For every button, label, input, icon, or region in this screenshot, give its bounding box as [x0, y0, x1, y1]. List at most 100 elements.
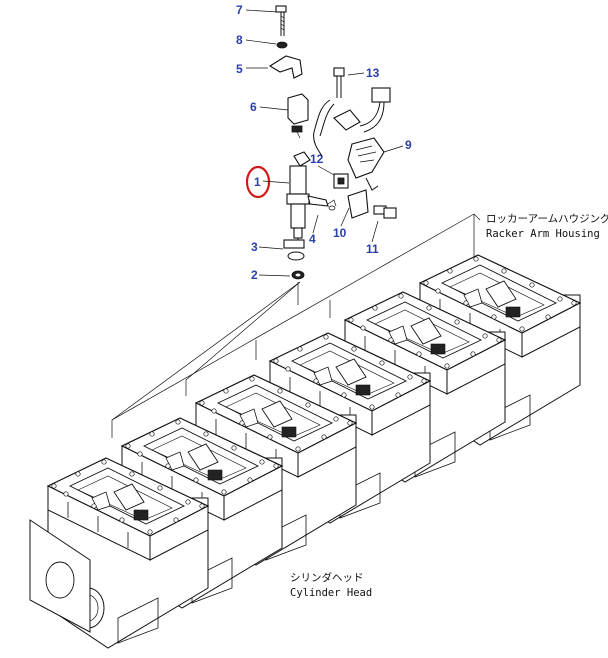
cylinder-section-4-bolt-hole — [323, 334, 329, 340]
cylinder-section-1-bolt-hole — [185, 499, 191, 505]
callout-1: 1 — [254, 175, 261, 189]
cylinder-section-1-bolt-hole — [75, 471, 81, 477]
cylinder-section-1-housing-side-wall — [149, 505, 209, 561]
cylinder-section-5-bolt-hole — [496, 337, 502, 343]
cylinder-section-5-rocker-block — [410, 317, 442, 345]
cylinder-section-1-bolt-hole — [199, 503, 205, 509]
cylinder-section-4-rocker-detail — [355, 384, 371, 396]
cylinder-section-2-bolt-hole — [221, 489, 227, 495]
cylinder-section-3-housing-side-wall — [297, 422, 357, 478]
callout-6: 6 — [250, 100, 257, 114]
cylinder-section-3-bolt-hole — [249, 376, 255, 382]
cylinder-section-5-bolt-hole — [416, 351, 422, 357]
cylinder-section-6-bolt-hole — [557, 296, 563, 302]
cylinder-section-6-rocker-detail — [505, 306, 521, 318]
cylinder-section-4-rocker-block — [335, 358, 367, 386]
cylinder-section-3-bolt-hole — [305, 402, 311, 408]
o-ring-part-4 — [328, 205, 336, 211]
callout-4: 4 — [309, 232, 316, 246]
seal-part-3 — [283, 239, 305, 261]
cylinder-section-6-bolt-hole — [545, 314, 551, 320]
cylinder-section-6-bolt-hole — [519, 326, 525, 332]
cylinder-section-5-bolt-hole — [348, 317, 354, 323]
cylinder-section-2-bolt-hole — [259, 459, 265, 465]
rocker-housing-label-jp: ロッカーアームハウジング — [486, 212, 608, 225]
leader-lines — [245, 9, 404, 277]
cylinder-section-1-bolt-hole — [147, 529, 153, 535]
cylinder-section-3-bolt-hole — [211, 408, 217, 414]
cylinder-section-4-bolt-hole — [313, 378, 319, 384]
cylinder-section-1-bolt-hole — [119, 517, 125, 523]
cylinder-section-2-bolt-hole — [149, 431, 155, 437]
cylinder-section-4-pocket-inner — [299, 350, 395, 396]
cylinder-section-3-rocker-block — [261, 400, 293, 428]
cylinder-section-5-bolt-hole — [426, 305, 432, 311]
cylinder-section-1-bolt-hole — [91, 503, 97, 509]
cylinder-section-3-bolt-hole — [239, 420, 245, 426]
cylinder-section-6-bolt-hole — [571, 300, 577, 306]
cylinder-section-3-bolt-hole — [295, 446, 301, 452]
cylinder-section-1-bolt-hole — [157, 485, 163, 491]
cylinder-section-3-bolt-hole — [223, 388, 229, 394]
cylinder-section-6-bolt-hole — [491, 314, 497, 320]
cylinder-section-4-bolt-hole — [273, 358, 279, 364]
callout-7: 7 — [236, 3, 243, 17]
cylinder-section-1-studs — [67, 502, 129, 548]
cylinder-head-label-en: Cylinder Head — [290, 587, 372, 599]
cylinder-section-2-housing-side-wall — [223, 465, 283, 521]
rocker-housing-leader — [111, 213, 481, 438]
gasket-part-2 — [291, 270, 305, 280]
cylinder-section-4-bolt-hole — [285, 366, 291, 372]
cylinder-section-6-bolt-hole — [473, 256, 479, 262]
callout-11: 11 — [366, 242, 379, 256]
cylinder-section-1-rocker-detail — [133, 509, 149, 521]
callout-9: 9 — [405, 138, 412, 152]
cylinder-section-2-rocker-detail — [207, 469, 223, 481]
cylinder-section-3-rocker-detail — [281, 426, 297, 438]
highlight-circle — [245, 165, 271, 199]
cylinder-section-6-bolt-hole — [501, 268, 507, 274]
cylinder-section-2-bolt-hole — [273, 463, 279, 469]
bolt-part-7 — [275, 5, 287, 36]
callout-13: 13 — [366, 66, 380, 80]
callout-12: 12 — [310, 152, 324, 166]
cylinder-head-end-face — [29, 519, 91, 633]
cylinder-section-5-bolt-hole — [444, 363, 450, 369]
cylinder-section-6-bolt-hole — [447, 268, 453, 274]
cylinder-section-3-bolt-hole — [321, 434, 327, 440]
cylinder-section-1-bolt-hole — [129, 471, 135, 477]
callout-3: 3 — [251, 240, 258, 254]
cylinder-section-5-bolt-hole — [470, 351, 476, 357]
cylinder-section-4-bolt-hole — [351, 346, 357, 352]
end-face-port — [45, 561, 75, 599]
rocker-housing-label-en: Racker Arm Housing — [486, 228, 600, 240]
cylinder-section-4-bolt-hole — [421, 378, 427, 384]
cylinder-section-3-pocket-inner — [225, 392, 321, 438]
cylinder-section-5-bolt-hole — [372, 305, 378, 311]
cylinder-section-5-housing-side-wall — [446, 339, 506, 395]
cylinder-section-6-rocker-block — [485, 280, 517, 308]
cylinder-section-1-rocker-block — [113, 483, 145, 511]
cylinder-section-1-pocket-inner — [77, 475, 173, 521]
cylinder-section-2-rocker-block — [187, 443, 219, 471]
cylinder-section-5-rocker-detail — [430, 343, 446, 355]
callout-10: 10 — [333, 226, 347, 240]
cylinder-section-5-bolt-hole — [454, 319, 460, 325]
wiring-harness-part-9 — [313, 87, 391, 191]
cylinder-head-label-jp: シリンダヘッド — [290, 571, 364, 584]
cylinder-section-2-bolt-hole — [137, 451, 143, 457]
cylinder-section-4-bolt-hole — [395, 392, 401, 398]
cylinder-section-5-bolt-hole — [482, 333, 488, 339]
cylinder-section-5-bolt-hole — [360, 325, 366, 331]
cylinder-section-3-bolt-hole — [277, 388, 283, 394]
cylinder-section-2-bolt-hole — [193, 477, 199, 483]
cylinder-section-4-bolt-hole — [341, 392, 347, 398]
cylinder-section-1-bolt-hole — [101, 459, 107, 465]
cylinder-section-6-bolt-hole — [463, 300, 469, 306]
cylinder-section-4-bolt-hole — [297, 346, 303, 352]
cylinder-section-1-bolt-hole — [51, 483, 57, 489]
callout-2: 2 — [251, 268, 258, 282]
cylinder-section-1-bolt-hole — [173, 517, 179, 523]
